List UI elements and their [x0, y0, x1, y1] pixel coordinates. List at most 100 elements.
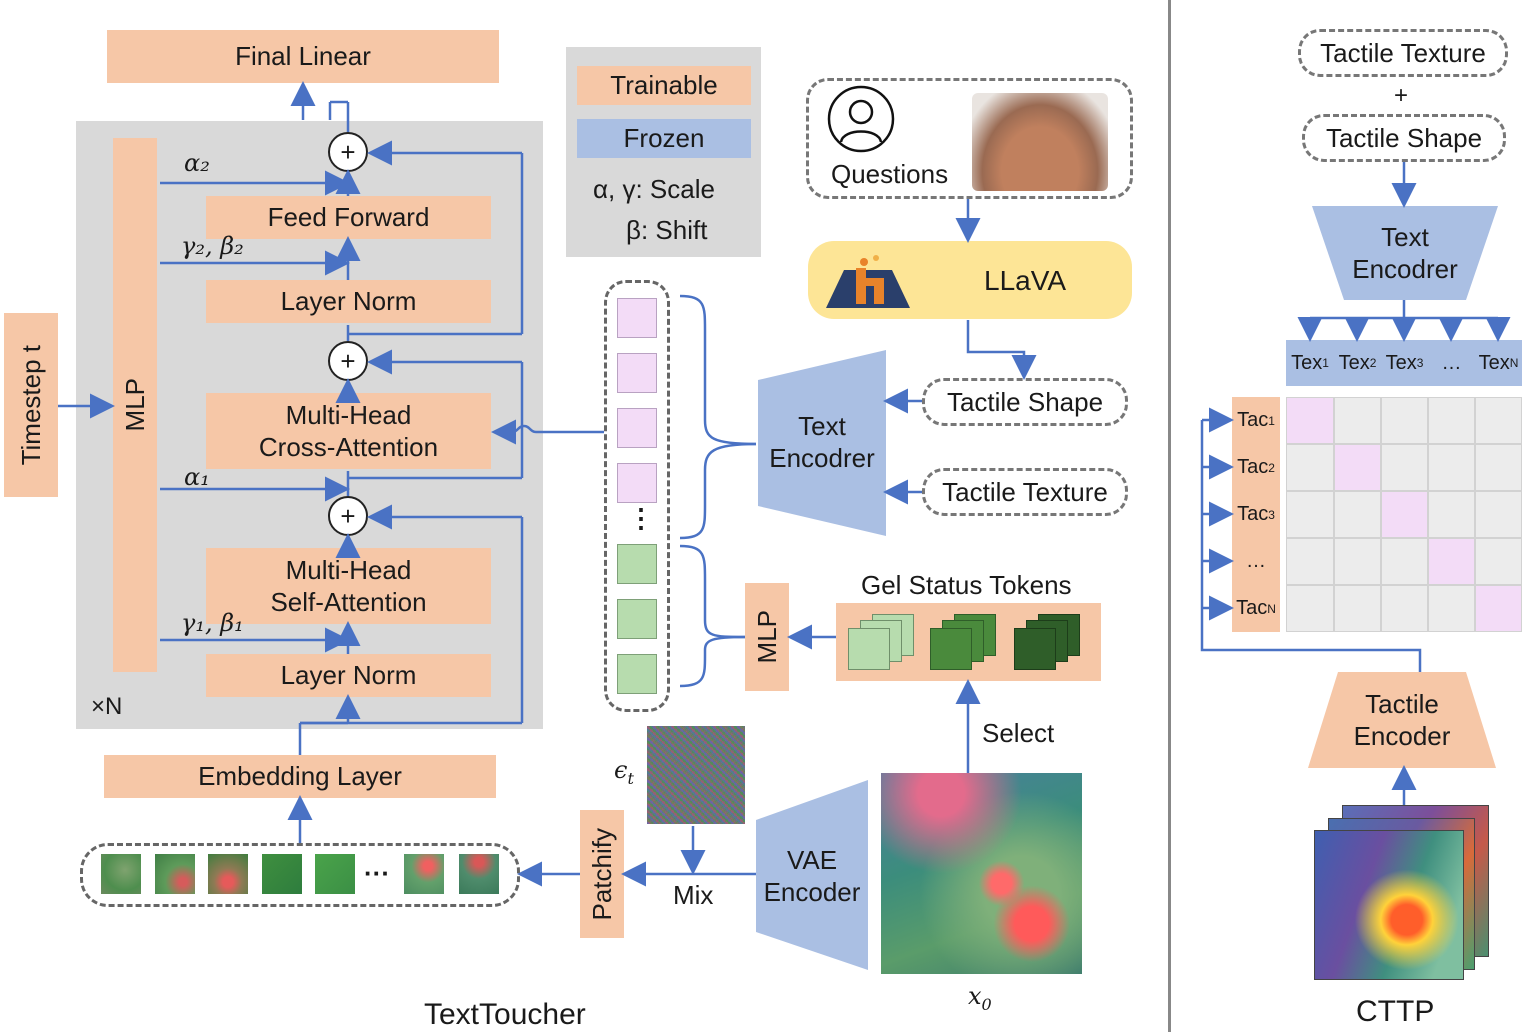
- gel-token-dark-1: [1014, 628, 1056, 670]
- user-icon: [827, 85, 895, 153]
- matrix-cell-3-3: [1381, 491, 1428, 538]
- mlp-small-box: MLP: [745, 583, 789, 691]
- questions-label: Questions: [831, 159, 949, 189]
- matrix-cell-1-5: [1475, 397, 1522, 444]
- cttp-tactile-encoder-shape: [1308, 672, 1496, 768]
- patch-5: [315, 854, 355, 894]
- matrix-cell-5-1: [1286, 585, 1334, 632]
- gel-status-title: Gel Status Tokens: [861, 570, 1072, 600]
- matrix-cell-1-4: [1428, 397, 1475, 444]
- matrix-cell-3-5: [1475, 491, 1522, 538]
- patch-6: [404, 854, 444, 894]
- mix-label: Mix: [673, 880, 714, 910]
- gamma2-beta2-label: γ₂, β₂: [181, 232, 244, 260]
- matrix-cell-4-3: [1381, 538, 1428, 585]
- patch-7: [459, 854, 499, 894]
- text-token-4: [617, 463, 657, 503]
- matrix-cell-1-3: [1381, 397, 1428, 444]
- matrix-cell-3-1: [1286, 491, 1334, 538]
- vae-encoder-shape: [756, 780, 868, 970]
- tactile-image-stack-1: [1314, 830, 1464, 980]
- matrix-cell-3-4: [1428, 491, 1475, 538]
- condition-token-column: [604, 280, 670, 712]
- tactile-texture-pill: Tactile Texture: [922, 468, 1128, 516]
- final-linear-box: Final Linear: [107, 30, 499, 83]
- matrix-cell-5-3: [1381, 585, 1428, 632]
- patch-ellipsis: ···: [364, 858, 390, 888]
- patch-1: [101, 854, 141, 894]
- alpha1-label: α₁: [184, 463, 210, 491]
- matrix-cell-2-2: [1334, 444, 1381, 491]
- gamma1-beta1-label: γ₁, β₁: [181, 609, 244, 637]
- repeat-n-label: ×N: [91, 693, 123, 720]
- cttp-plus: +: [1394, 82, 1409, 109]
- patch-2: [155, 854, 195, 894]
- tactile-photo: [972, 93, 1108, 191]
- token-dots: ⋮: [628, 503, 654, 533]
- matrix-cell-5-5: [1475, 585, 1522, 632]
- tactile-image-x0: [881, 773, 1082, 974]
- matrix-cell-2-1: [1286, 444, 1334, 491]
- legend-scale: α, γ: Scale: [593, 174, 715, 204]
- matrix-cell-4-4: [1428, 538, 1475, 585]
- gel-token-3: [617, 654, 657, 694]
- gel-token-light-1: [848, 628, 890, 670]
- legend-frozen: Frozen: [577, 119, 751, 158]
- texttoucher-title: TextToucher: [424, 998, 586, 1031]
- layer-norm-top-box: Layer Norm: [206, 280, 491, 323]
- section-divider: [1168, 0, 1171, 1032]
- alpha2-label: α₂: [184, 149, 210, 177]
- matrix-cell-1-2: [1334, 397, 1381, 444]
- matrix-cell-2-3: [1381, 444, 1428, 491]
- patch-3: [208, 854, 248, 894]
- legend-shift: β: Shift: [626, 215, 708, 245]
- epsilon-label: ϵt: [614, 756, 634, 788]
- noise-overlay: [647, 726, 745, 824]
- matrix-cell-1-1: [1286, 397, 1334, 444]
- feed-forward-box: Feed Forward: [206, 196, 491, 239]
- patchify-box: Patchify: [580, 810, 624, 938]
- matrix-cell-2-4: [1428, 444, 1475, 491]
- llava-logo-icon: [826, 255, 910, 308]
- patch-4: [262, 854, 302, 894]
- cttp-text-encoder-shape: [1312, 206, 1498, 300]
- text-token-2: [617, 353, 657, 393]
- matrix-cell-4-2: [1334, 538, 1381, 585]
- embedding-layer-box: Embedding Layer: [104, 755, 496, 798]
- text-token-3: [617, 408, 657, 448]
- gel-token-mid-1: [930, 628, 972, 670]
- matrix-cell-5-4: [1428, 585, 1475, 632]
- text-encoder-shape: [758, 350, 886, 536]
- x0-label: x0: [968, 982, 992, 1014]
- cttp-tactile-texture-pill: Tactile Texture: [1298, 29, 1508, 77]
- tex-header-ellipsis: …: [1428, 340, 1475, 386]
- text-token-1: [617, 298, 657, 338]
- tac-header-ellipsis: …: [1232, 538, 1280, 585]
- mlp-tall-box: MLP: [113, 138, 157, 672]
- tactile-shape-pill: Tactile Shape: [922, 378, 1128, 426]
- legend-trainable: Trainable: [577, 66, 751, 105]
- matrix-cell-5-2: [1334, 585, 1381, 632]
- matrix-cell-4-1: [1286, 538, 1334, 585]
- matrix-cell-4-5: [1475, 538, 1522, 585]
- gel-token-1: [617, 544, 657, 584]
- cttp-tactile-shape-pill: Tactile Shape: [1302, 114, 1506, 162]
- cttp-title: CTTP: [1356, 995, 1435, 1028]
- timestep-box: Timestep t: [4, 313, 58, 497]
- layer-norm-bottom-box: Layer Norm: [206, 654, 491, 697]
